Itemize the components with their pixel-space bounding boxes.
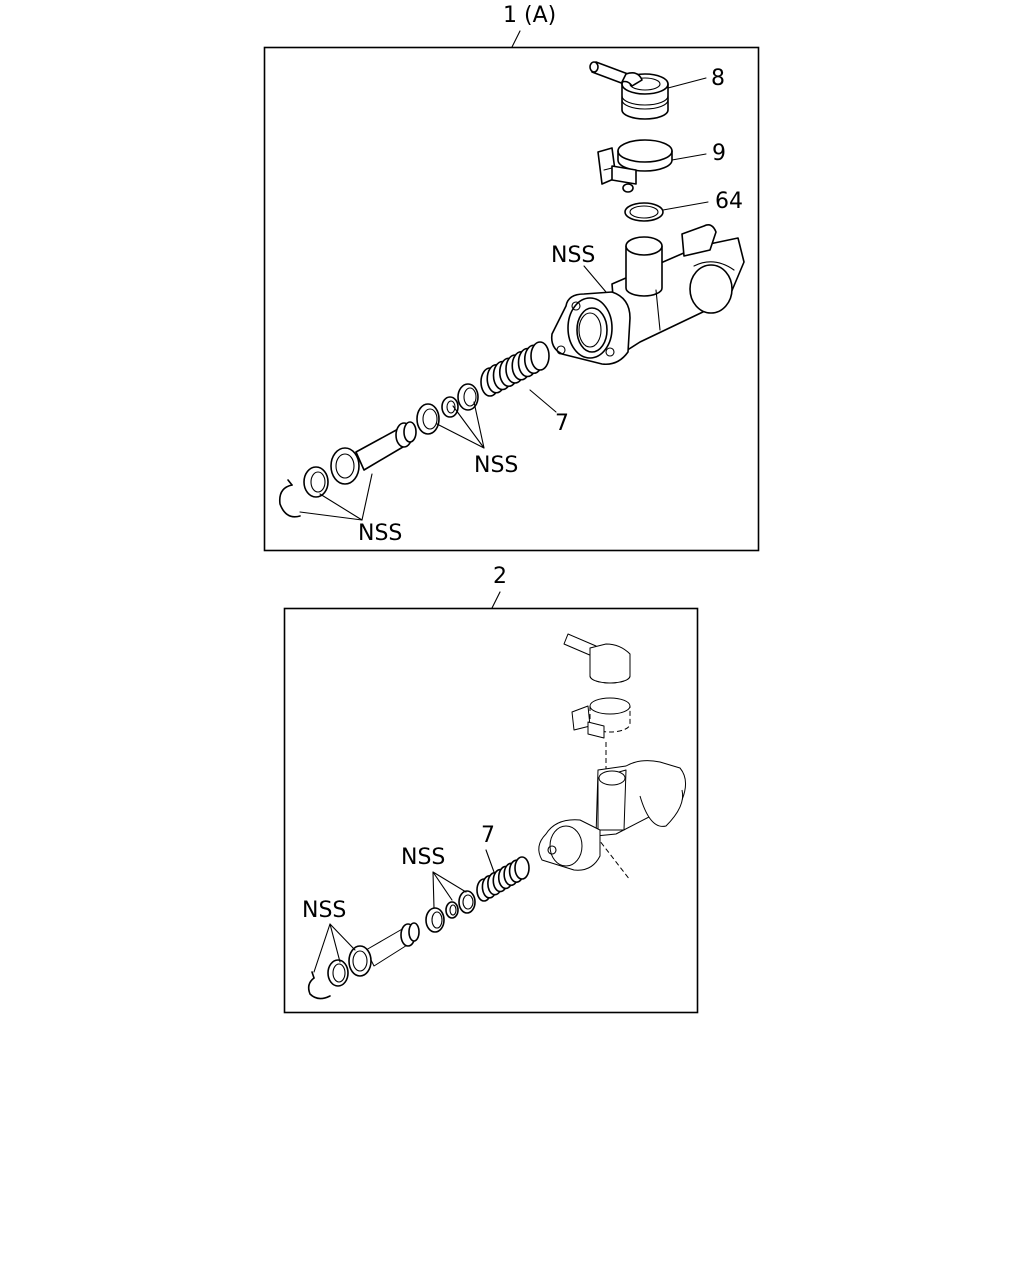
- callout-7b: 7: [481, 823, 495, 848]
- hose-clamp-outline: [571, 697, 631, 739]
- callout-outer-seals-2: NSS: [302, 898, 346, 923]
- outer-seals-2-leaders-b: [329, 923, 356, 951]
- callout-body: NSS: [551, 243, 595, 268]
- callout-inner-seals: NSS: [474, 453, 518, 478]
- hose-clamp-part: [597, 139, 673, 193]
- panel-1-frame: [263, 46, 760, 552]
- callout-outer-seals: NSS: [358, 521, 402, 546]
- inner-seals-2-leaders-b: [432, 871, 467, 893]
- reservoir-cap-outline: [563, 633, 631, 684]
- callout-inner-seals-2: NSS: [401, 845, 445, 870]
- callout-7: 7: [555, 411, 569, 436]
- cylinder-body-part: [550, 224, 745, 366]
- panel-1: 1 (A) 8 9: [263, 3, 760, 552]
- spring-coil: [530, 341, 550, 371]
- callout-body-leader: [583, 265, 607, 293]
- callout-8-leader: [667, 77, 707, 89]
- spring-part-2: [476, 856, 530, 902]
- panel-2: 2 7: [283, 564, 699, 1014]
- reservoir-cap-part: [589, 61, 669, 120]
- panel-2-frame: [283, 607, 699, 1014]
- panel-2-title: 2: [493, 564, 507, 589]
- callout-7-leader: [529, 389, 557, 413]
- outer-seals-leaders-b: [319, 493, 363, 521]
- callout-7b-leader: [485, 849, 495, 873]
- piston-part: [330, 421, 417, 485]
- callout-9-leader: [671, 153, 707, 161]
- inner-seal-set-2: [425, 890, 476, 933]
- cylinder-body-outline: [538, 760, 686, 881]
- spring-part: [480, 341, 550, 397]
- callout-8: 8: [711, 66, 725, 91]
- callout-9: 9: [712, 141, 726, 166]
- inner-seal-set: [416, 383, 479, 435]
- callout-64-leader: [662, 201, 709, 211]
- callout-64: 64: [715, 189, 743, 214]
- piston-part-2: [348, 922, 420, 977]
- panel-1-title-leader: [511, 30, 521, 48]
- o-ring-part: [624, 202, 664, 222]
- outer-seal-set: [278, 466, 329, 518]
- panel-2-title-leader: [491, 591, 501, 609]
- outer-seal-set-2: [307, 959, 349, 1000]
- spring-coil: [514, 856, 530, 880]
- panel-1-title: 1 (A): [503, 3, 556, 28]
- inner-seals-leaders-b: [473, 401, 485, 449]
